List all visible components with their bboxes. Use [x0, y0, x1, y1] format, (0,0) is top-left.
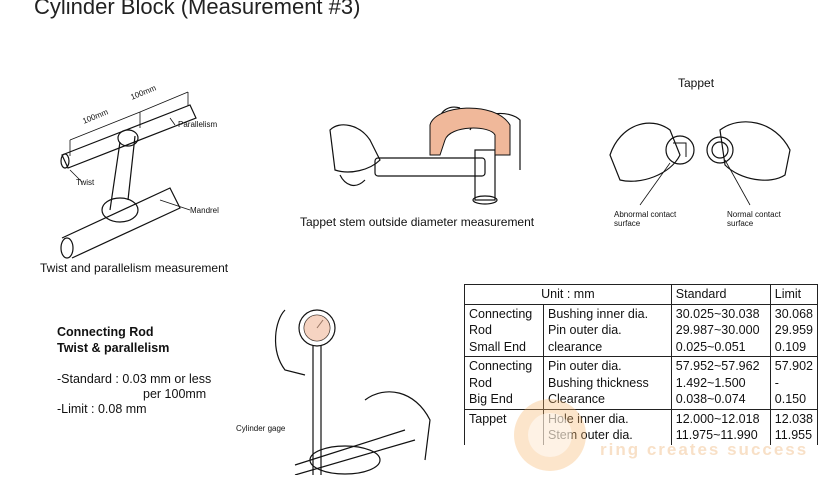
- tappet-title: Tappet: [678, 76, 715, 90]
- group-label-line: Big End: [469, 392, 513, 406]
- group-label-line: Rod: [469, 323, 492, 337]
- spec-limit: -Limit : 0.08 mm: [57, 402, 147, 416]
- header-unit: Unit : mm: [464, 284, 672, 305]
- item: Pin outer dia.: [548, 323, 622, 337]
- value: 30.025~30.038: [675, 306, 760, 321]
- limit-cell: 57.902 - 0.150: [769, 356, 819, 410]
- item: Bushing inner dia.: [548, 306, 649, 321]
- value: 1.492~1.500: [675, 375, 746, 390]
- spec-standard: -Standard : 0.03 mm or less: [57, 372, 212, 386]
- value: 0.150: [774, 392, 807, 406]
- group-label-line: Connecting: [469, 359, 533, 373]
- cylinder-gage-illustration: [274, 309, 431, 475]
- spec-heading-line2: Twist & parallelism: [57, 341, 170, 355]
- spec-heading: Connecting Rod Twist & parallelism: [57, 324, 169, 356]
- micrometer-illustration: [329, 106, 521, 205]
- limit-cell: 30.068 29.959 0.109: [769, 303, 819, 357]
- value: 30.068: [774, 306, 813, 321]
- value: 11.975~11.990: [675, 428, 758, 442]
- item: clearance: [548, 339, 603, 354]
- value: 12.000~12.018: [675, 411, 760, 426]
- group-label-line: Tappet: [469, 411, 507, 426]
- figure1-caption: Twist and parallelism measurement: [40, 261, 229, 275]
- label-normal-contact: Normal contact: [727, 210, 781, 219]
- spec-heading-line1: Connecting Rod: [57, 325, 154, 339]
- item: Pin outer dia.: [548, 359, 622, 373]
- item: Bushing thickness: [548, 375, 649, 390]
- watermark-text: ring creates success: [600, 440, 809, 459]
- group-label-line: Rod: [469, 375, 492, 390]
- item-cell: Bushing inner dia. Pin outer dia. cleara…: [543, 303, 672, 357]
- label-normal-contact-2: surface: [727, 219, 754, 228]
- standard-cell: 12.000~12.018 11.975~11.990: [670, 408, 771, 445]
- label-twist: Twist: [76, 178, 95, 187]
- table-row: Connecting Rod Big End Pin outer dia. Bu…: [464, 356, 819, 410]
- twist-parallelism-illustration: [60, 91, 197, 259]
- group-label-line: Connecting: [469, 306, 533, 321]
- label-cylinder-gage: Cylinder gage: [236, 424, 286, 433]
- item-cell: Pin outer dia. Bushing thickness Clearan…: [543, 356, 672, 410]
- value: 29.987~30.000: [675, 323, 760, 337]
- table-header-row: Unit : mm Standard Limit: [464, 284, 819, 305]
- value: 57.902: [774, 359, 813, 373]
- value: -: [774, 375, 779, 390]
- standard-cell: 30.025~30.038 29.987~30.000 0.025~0.051: [670, 303, 771, 357]
- table-row: Connecting Rod Small End Bushing inner d…: [464, 303, 819, 357]
- item: Hole inner dia.: [548, 411, 629, 426]
- limit-cell: 12.038 11.955: [769, 408, 819, 445]
- value: 0.038~0.074: [675, 392, 746, 406]
- group-label: Connecting Rod Small End: [464, 303, 544, 357]
- header-limit: Limit: [769, 284, 819, 305]
- value: 0.109: [774, 339, 807, 354]
- header-standard: Standard: [670, 284, 771, 305]
- standard-cell: 57.952~57.962 1.492~1.500 0.038~0.074: [670, 356, 771, 410]
- spec-standard-2: per 100mm: [143, 387, 207, 401]
- label-abnormal-contact-2: surface: [614, 219, 641, 228]
- value: 57.952~57.962: [675, 359, 760, 373]
- group-label-line: Small End: [469, 339, 526, 354]
- value: 11.955: [774, 428, 813, 442]
- value: 0.025~0.051: [675, 339, 746, 354]
- tappet-contact-illustration: [609, 121, 791, 206]
- label-abnormal-contact: Abnormal contact: [614, 210, 677, 219]
- value: 12.038: [774, 411, 813, 426]
- group-label: Connecting Rod Big End: [464, 356, 544, 410]
- figure2-caption: Tappet stem outside diameter measurement: [300, 215, 535, 229]
- item: Clearance: [548, 392, 605, 406]
- watermark-logo: [514, 399, 586, 471]
- value: 29.959: [774, 323, 813, 337]
- label-mandrel: Mandrel: [190, 206, 219, 215]
- page-title: Cylinder Block (Measurement #3): [34, 0, 361, 19]
- label-parallelism: Parallelism: [178, 120, 218, 129]
